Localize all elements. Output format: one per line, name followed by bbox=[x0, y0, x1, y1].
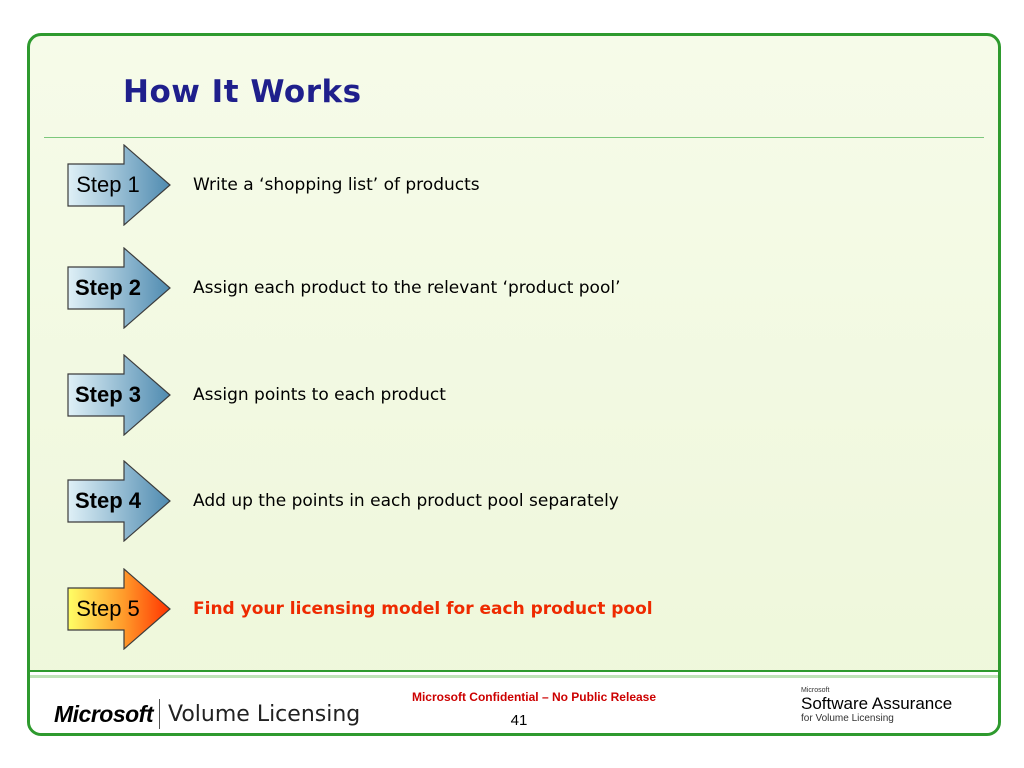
sa-title-text: Software Assurance bbox=[801, 694, 953, 713]
step-4-label: Step 4 bbox=[74, 488, 142, 513]
footer-divider bbox=[30, 670, 998, 672]
step-5-text: Find your licensing model for each produ… bbox=[193, 599, 653, 619]
step-4-text: Add up the points in each product pool s… bbox=[193, 491, 619, 511]
software-assurance-logo: Microsoft Software Assurance for Volume … bbox=[801, 687, 952, 724]
step-2-row: Step 2 Assign each product to the releva… bbox=[30, 247, 998, 329]
step-3-row: Step 3 Assign points to each product bbox=[30, 354, 998, 436]
footer-band bbox=[30, 670, 998, 733]
step-3-arrow-icon bbox=[66, 354, 172, 436]
sa-subtitle-text: for Volume Licensing bbox=[801, 713, 894, 724]
step-5-row: Step 5 Find your licensing model for eac… bbox=[30, 568, 998, 650]
page-number: 41 bbox=[510, 712, 528, 729]
microsoft-logo-text: Microsoft bbox=[54, 700, 154, 727]
step-4-arrow-icon bbox=[66, 460, 172, 542]
logo-separator bbox=[159, 699, 160, 729]
step-2-arrow-icon bbox=[66, 247, 172, 329]
volume-licensing-text: Volume Licensing bbox=[168, 701, 361, 727]
step-1-label: Step 1 bbox=[76, 172, 140, 197]
microsoft-volume-licensing-logo: Microsoft Volume Licensing bbox=[54, 699, 360, 729]
sa-microsoft-text: Microsoft bbox=[801, 687, 830, 694]
step-3-label: Step 3 bbox=[74, 382, 142, 407]
step-2-label: Step 2 bbox=[74, 275, 142, 300]
step-4-row: Step 4 Add up the points in each product… bbox=[30, 460, 998, 542]
step-1-text: Write a ‘shopping list’ of products bbox=[193, 175, 480, 195]
slide-title: How It Works bbox=[123, 74, 362, 110]
step-1-row: Step 1 Write a ‘shopping list’ of produc… bbox=[30, 144, 998, 226]
step-5-arrow-icon bbox=[66, 568, 172, 650]
step-5-label: Step 5 bbox=[76, 596, 140, 621]
slide-frame: How It Works Step 1 Write a ‘shopping li… bbox=[27, 33, 1001, 736]
step-2-text: Assign each product to the relevant ‘pro… bbox=[193, 278, 621, 298]
step-1-arrow-icon bbox=[66, 144, 172, 226]
title-divider bbox=[44, 137, 984, 138]
confidential-notice: Microsoft Confidential – No Public Relea… bbox=[411, 690, 657, 704]
step-3-text: Assign points to each product bbox=[193, 385, 446, 405]
footer-divider-shadow bbox=[30, 675, 998, 678]
